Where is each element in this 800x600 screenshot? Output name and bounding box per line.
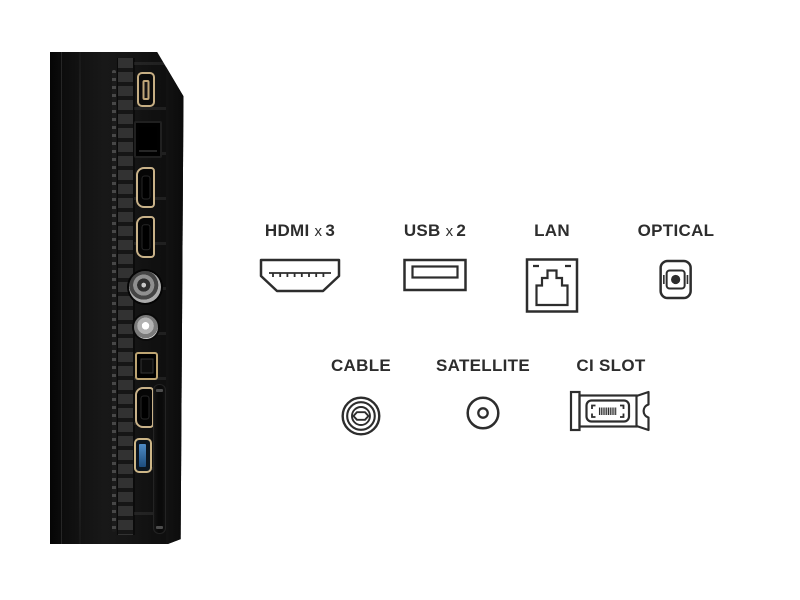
ci-slot-highlight <box>156 526 163 529</box>
usb-label-name: USB <box>403 221 441 240</box>
hdmi-slot <box>142 176 149 199</box>
tv-vent-dashes <box>112 70 116 533</box>
lan-jack <box>139 127 157 152</box>
tv-side-panel <box>50 52 184 544</box>
optical-port-icon <box>659 259 693 300</box>
ci-slot-icon <box>569 390 650 432</box>
optical-aperture <box>140 358 153 374</box>
legend-item-ci-slot: CI SLOT <box>569 356 653 435</box>
tv-port-satellite <box>134 315 158 339</box>
usb-label-count: 2 <box>456 221 467 240</box>
lan-label-name: LAN <box>534 221 570 240</box>
cable-label-name: CABLE <box>330 356 392 375</box>
tv-port-hdmi-1 <box>136 167 155 208</box>
tv-seam-line <box>61 52 62 544</box>
tv-bezel-edge <box>50 52 61 544</box>
legend-item-lan: LAN <box>525 221 579 314</box>
satellite-port-icon <box>466 396 500 430</box>
hdmi-slot <box>141 396 148 419</box>
legend-item-satellite: SATELLITE <box>436 356 530 431</box>
lan-label: LAN <box>525 221 579 240</box>
usb-tongue <box>142 79 150 100</box>
hdmi-label-count: 3 <box>325 221 336 240</box>
tv-port-optical <box>135 352 158 380</box>
ci-slot-label: CI SLOT <box>569 356 653 375</box>
tv-port-usb-1 <box>137 72 155 107</box>
tv-port-usb-3-0 <box>134 438 152 473</box>
optical-label-name: OPTICAL <box>637 221 715 240</box>
cable-port-icon <box>341 396 381 436</box>
tv-seam-line-2 <box>79 52 81 544</box>
satellite-label-name: SATELLITE <box>436 356 530 375</box>
ci-slot-highlight <box>156 389 163 392</box>
legend-item-cable: CABLE <box>331 356 391 437</box>
tv-ci-slot <box>153 384 166 534</box>
usb-port-icon <box>403 258 467 292</box>
hdmi-label-name: HDMI <box>264 221 310 240</box>
tv-port-hdmi-3 <box>135 387 154 428</box>
optical-label: OPTICAL <box>638 221 715 240</box>
satellite-label: SATELLITE <box>436 356 530 375</box>
usb-label-times: x <box>445 223 454 240</box>
lan-port-icon <box>525 258 579 313</box>
legend-item-optical: OPTICAL <box>638 221 715 302</box>
tv-port-lan <box>134 121 162 158</box>
tv-port-cable-coax <box>129 271 161 303</box>
hdmi-label-times: x <box>314 223 323 240</box>
usb3-tongue <box>139 444 146 467</box>
hdmi-slot <box>142 225 149 249</box>
cable-label: CABLE <box>331 356 391 375</box>
tv-back-face <box>166 52 184 544</box>
ci-slot-label-name: CI SLOT <box>576 356 646 375</box>
hdmi-port-icon <box>259 258 341 293</box>
tv-port-hdmi-2 <box>136 216 155 258</box>
